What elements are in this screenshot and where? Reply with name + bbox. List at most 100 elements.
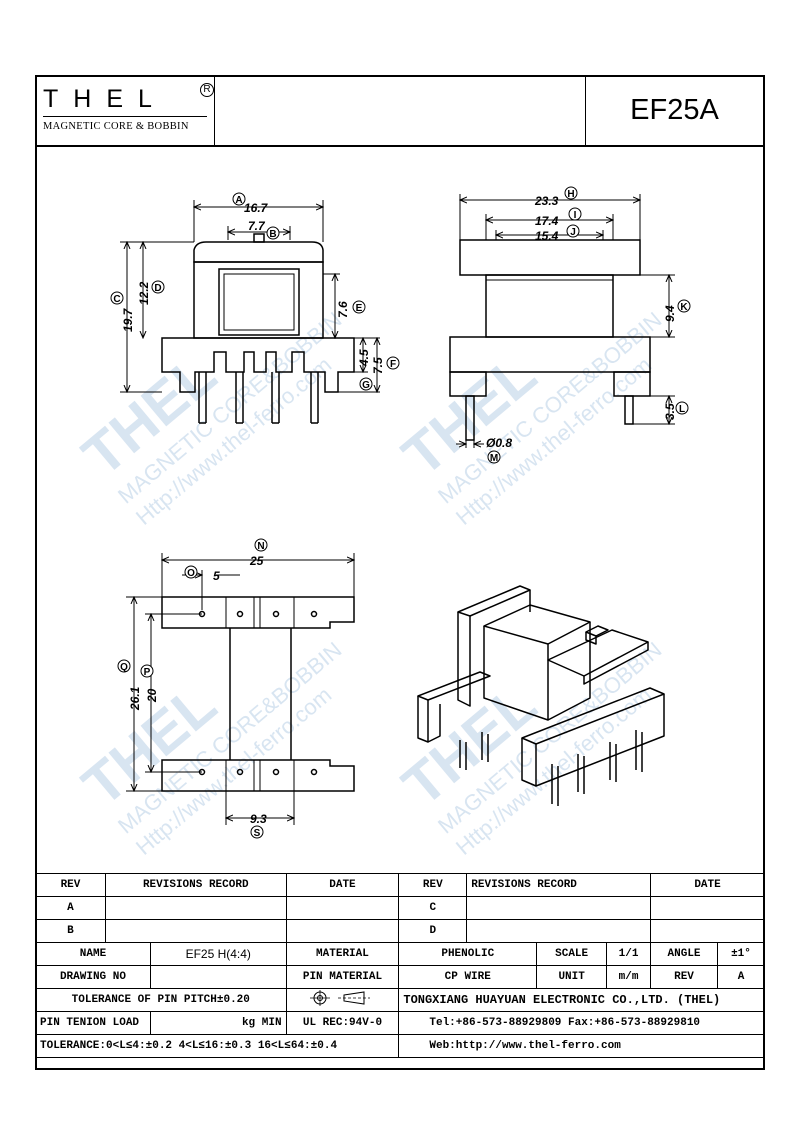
dim-D: 12.2 (137, 281, 151, 305)
svg-text:D: D (154, 283, 161, 294)
svg-text:S: S (254, 828, 261, 839)
rev-b: B (35, 919, 106, 943)
svg-text:C: C (113, 294, 120, 305)
revisions-record-header: REVISIONS RECORD (104, 873, 287, 897)
marker-O: O (184, 565, 198, 579)
logo-subtitle: MAGNETIC CORE & BOBBIN (43, 121, 189, 132)
ul-rec: UL REC:94V-0 (285, 1011, 400, 1035)
isometric-view (417, 585, 665, 806)
svg-text:L: L (679, 404, 685, 415)
pin-material-value: CP WIRE (398, 965, 538, 989)
marker-Q: Q (117, 659, 131, 673)
dim-B: 7.7 (248, 219, 266, 233)
marker-P: P (140, 664, 154, 678)
dimension-letter-markers: A B C D E F G H I J K L M N O P Q S (110, 186, 691, 839)
marker-S: S (250, 825, 264, 839)
dim-N: 25 (249, 554, 264, 568)
material-value: PHENOLIC (398, 942, 538, 966)
svg-text:J: J (570, 227, 576, 238)
logo-text: THEL (43, 85, 167, 113)
marker-B: B (266, 226, 280, 240)
svg-text:H: H (567, 189, 574, 200)
svg-text:P: P (144, 667, 151, 678)
rev-d-record (466, 919, 652, 943)
scale-label: SCALE (536, 942, 608, 966)
date-header-2: DATE (650, 873, 765, 897)
thel-logo: THEL R MAGNETIC CORE & BOBBIN (37, 77, 215, 145)
dim-L: 3.5 (663, 403, 677, 420)
svg-text:I: I (574, 210, 577, 221)
svg-text:A: A (235, 195, 242, 206)
marker-A: A (232, 192, 246, 206)
name-value: EF25 H(4:4) (149, 942, 287, 966)
marker-N: N (254, 538, 268, 552)
tolerance-row: TOLERANCE:0<L≤4:±0.2 4<L≤16:±0.3 16<L≤64… (34, 1034, 765, 1058)
revisions-record-header-2: REVISIONS RECORD (466, 873, 652, 897)
marker-H: H (564, 186, 578, 200)
svg-text:Q: Q (120, 662, 128, 673)
marker-I: I (568, 207, 582, 221)
drawing-no-value (149, 965, 287, 989)
svg-text:N: N (257, 541, 264, 552)
svg-text:G: G (362, 380, 370, 391)
svg-text:B: B (269, 229, 276, 240)
material-label: MATERIAL (285, 942, 400, 966)
pin-tension-row: PIN TENION LOAD kg MIN UL REC:94V-0 Tel:… (35, 1011, 765, 1035)
title-block: REV REVISIONS RECORD DATE REV REVISIONS … (34, 873, 766, 1058)
rev-c: C (398, 896, 468, 920)
dim-A: 16.7 (244, 201, 269, 215)
website: Web:http://www.thel-ferro.com (398, 1034, 765, 1058)
drawing-no-row: DRAWING NO PIN MATERIAL CP WIRE UNIT m/m… (35, 965, 766, 989)
angle-label: ANGLE (650, 942, 718, 966)
projection-symbol (285, 988, 400, 1012)
svg-text:O: O (187, 568, 195, 579)
logo-rule (43, 116, 207, 117)
side-view (449, 239, 651, 441)
rev-a-date (285, 896, 400, 920)
svg-text:K: K (680, 302, 688, 313)
marker-M: M (487, 450, 501, 464)
marker-D: D (151, 280, 165, 294)
dim-Q: 26.1 (128, 686, 142, 711)
rev-a: A (35, 896, 106, 920)
front-view-dimension-text: 16.7 7.7 19.7 12.2 7.6 4.5 7.5 (121, 201, 385, 374)
general-tolerance: TOLERANCE:0<L≤4:±0.2 4<L≤16:±0.3 16<L≤64… (34, 1034, 400, 1058)
dim-S: 9.3 (250, 812, 267, 826)
rev-header: REV (35, 873, 106, 897)
revision-row-a: A C (35, 896, 765, 920)
revision-row-b: B D (35, 919, 765, 943)
unit-label: UNIT (536, 965, 608, 989)
bottom-view-dimensions (126, 553, 354, 825)
name-row: NAME EF25 H(4:4) MATERIAL PHENOLIC SCALE… (35, 942, 766, 966)
rev-b-date (285, 919, 400, 943)
part-title: EF25A (585, 77, 763, 145)
marker-G: G (359, 377, 373, 391)
dim-M: Ø0.8 (486, 436, 512, 450)
rev-c-date (650, 896, 765, 920)
side-view-dimension-text: 23.3 17.4 15.4 9.4 3.5 Ø0.8 (486, 194, 677, 450)
name-label: NAME (35, 942, 151, 966)
rev-label: REV (650, 965, 718, 989)
third-angle-projection-icon (310, 990, 371, 1006)
company-name: TONGXIANG HUAYUAN ELECTRONIC CO.,LTD. (T… (398, 988, 765, 1012)
side-view-dimensions (456, 194, 675, 448)
date-header: DATE (285, 873, 400, 897)
rev-header-2: REV (398, 873, 468, 897)
registered-mark: R (200, 83, 214, 97)
pin-tension-unit: kg MIN (149, 1011, 287, 1035)
dim-F: 7.5 (371, 357, 385, 374)
rev-c-record (466, 896, 652, 920)
dim-J: 15.4 (535, 229, 559, 243)
marker-E: E (352, 300, 366, 314)
dim-P: 20 (145, 688, 159, 703)
dim-O: 5 (213, 569, 220, 583)
dim-K: 9.4 (663, 305, 677, 322)
marker-L: L (675, 401, 689, 415)
dim-G: 4.5 (357, 349, 371, 367)
dim-E: 7.6 (336, 301, 350, 318)
bottom-view-dimension-text: 25 5 26.1 20 9.3 (128, 554, 267, 826)
marker-J: J (566, 224, 580, 238)
rev-d: D (398, 919, 468, 943)
svg-text:F: F (390, 359, 396, 370)
